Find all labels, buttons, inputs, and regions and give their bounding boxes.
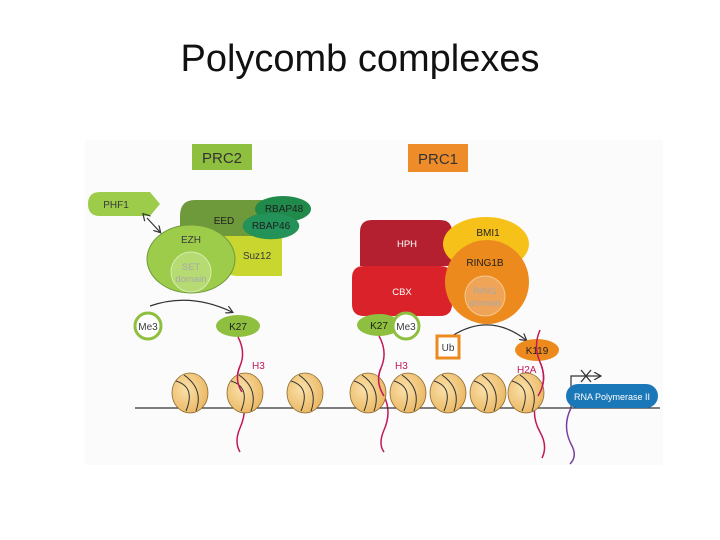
rbap46-label: RBAP46: [252, 221, 291, 232]
rna-strand: [565, 407, 575, 465]
ring-domain-label-1: RING: [473, 286, 497, 297]
ub-box: [435, 334, 461, 360]
phf1-shape: [88, 192, 160, 216]
nucleosome: [389, 372, 427, 414]
nucleosome: [469, 372, 507, 414]
cbx-shape: [352, 266, 452, 316]
nucleosome: [429, 372, 467, 414]
prc1-me3-circle: [391, 311, 421, 341]
prc1-h3-label: H3: [395, 361, 408, 372]
methylation-arrow: [149, 299, 232, 312]
nucleosome-row: [171, 372, 545, 414]
phf1-label: PHF1: [103, 200, 129, 211]
prc1-header-box: [408, 144, 468, 172]
rbap46-shape: [242, 212, 300, 240]
transcription-block: RNA Polymerase II: [565, 369, 658, 465]
nucleosome: [171, 372, 209, 414]
prc2-group: PRC2 PHF1 EED Suz12 RBAP48 RBAP46 EZH SE…: [88, 144, 311, 341]
slide-title: Polycomb complexes: [180, 38, 540, 80]
tail-overlay: [236, 365, 243, 393]
hph-shape: [360, 220, 452, 266]
bmi1-label: BMI1: [476, 228, 500, 239]
rna-polymerase-shape: [566, 384, 658, 408]
block-x-icon: [580, 369, 592, 383]
prc2-header-box: [192, 144, 252, 170]
me3-label: Me3: [138, 322, 158, 333]
set-domain-label-2: domain: [175, 274, 206, 285]
prc2-header: PRC2: [202, 150, 242, 167]
prc1-k27-shape: [357, 314, 401, 336]
eed-label: EED: [214, 216, 235, 227]
histone-tail-overlays: [236, 361, 545, 397]
rbap48-label: RBAP48: [265, 204, 304, 215]
tail-overlay: [377, 367, 385, 397]
suz12-label: Suz12: [243, 251, 272, 262]
ezh-label: EZH: [181, 235, 201, 246]
ubiquitination-arrow: [451, 324, 526, 340]
nucleosome: [286, 372, 324, 414]
set-domain-shape: [170, 251, 212, 293]
ring1b-label: RING1B: [466, 258, 504, 269]
set-domain-label-1: SET: [182, 262, 201, 273]
nucleosome: [349, 372, 387, 414]
h2a-label: H2A: [517, 365, 537, 376]
k27-label: K27: [229, 322, 247, 333]
suz12-shape: [222, 236, 282, 276]
cbx-label: CBX: [392, 287, 412, 298]
nucleosome: [226, 372, 264, 414]
phf1-ezh-arrow: [147, 218, 160, 232]
prc1-group: PRC1 HPH CBX BMI1 RING1B RING domain K27…: [352, 144, 559, 361]
ub-label: Ub: [442, 343, 455, 354]
tail-overlay: [537, 361, 545, 397]
ring-domain-label-2: domain: [469, 298, 500, 309]
prc2-h3-label: H3: [252, 361, 265, 372]
nucleosome: [507, 372, 545, 414]
k27-shape: [216, 315, 260, 337]
prc1-header: PRC1: [418, 151, 458, 168]
prc1-k27-label: K27: [370, 321, 388, 332]
rna-polymerase-label: RNA Polymerase II: [574, 392, 650, 402]
hph-label: HPH: [397, 239, 417, 250]
prc1-me3-label: Me3: [396, 322, 416, 333]
ring-domain-shape: [464, 275, 506, 317]
me3-circle: [133, 311, 163, 341]
